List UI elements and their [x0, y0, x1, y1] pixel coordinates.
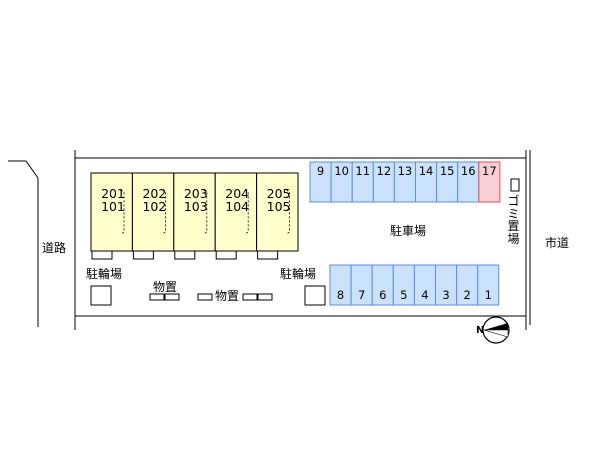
parking-space-number: 10 — [334, 164, 349, 178]
parking-space-number: 7 — [357, 288, 366, 302]
unit-upper: 204 — [225, 186, 250, 201]
storage-left-label: 物置 — [153, 280, 178, 294]
parking-space-number: 1 — [484, 288, 492, 302]
unit-block — [173, 172, 216, 252]
left-road-curb — [8, 160, 39, 327]
unit-block — [214, 172, 258, 252]
parking-space-number: 13 — [397, 164, 413, 178]
bike-shed-right — [304, 285, 326, 306]
compass-letter: N — [476, 325, 485, 336]
unit-lower: 102 — [142, 199, 167, 214]
parking-space-number: 4 — [421, 288, 429, 302]
road-left-label: 道路 — [42, 241, 67, 255]
compass-icon — [482, 316, 510, 344]
unit-block — [256, 172, 299, 252]
parking-space-number: 16 — [460, 164, 476, 178]
parking-space-number: 9 — [316, 164, 325, 178]
parking-row-bottom — [329, 264, 500, 306]
bike-shed-left — [90, 285, 112, 306]
garbage-label: ゴミ置場 — [507, 194, 520, 246]
unit-upper: 203 — [183, 186, 208, 201]
parking-space-number: 2 — [463, 288, 471, 302]
parking-space-number: 3 — [442, 288, 450, 302]
parking-space-number: 11 — [355, 164, 371, 178]
storage-left — [149, 293, 180, 301]
garbage-bin — [510, 178, 520, 192]
road-right-label: 市道 — [545, 236, 570, 250]
parking-space-number: 14 — [418, 164, 434, 178]
stair-line — [203, 189, 208, 235]
entrance-step — [257, 250, 279, 260]
unit-lower: 105 — [266, 199, 291, 214]
stair-line — [162, 189, 166, 235]
parking-space-number: 15 — [439, 164, 455, 178]
entrance-step — [215, 250, 237, 260]
unit-upper: 202 — [142, 186, 167, 201]
stair-line — [120, 189, 125, 235]
unit-upper: 205 — [266, 186, 291, 201]
parking-space — [477, 264, 500, 306]
storage-mid — [197, 293, 273, 301]
parking-space-number: 12 — [376, 164, 392, 178]
unit-block — [131, 172, 175, 252]
parking-space-number: 6 — [379, 288, 387, 302]
parking-row-top — [309, 161, 501, 203]
entrance-step — [132, 250, 154, 260]
bike-left-label: 駐輪場 — [86, 267, 123, 281]
parking-space-number: 8 — [336, 288, 345, 302]
storage-mid-label: 物置 — [215, 289, 240, 303]
parking-space — [478, 161, 501, 203]
unit-lower: 104 — [225, 199, 250, 214]
entrance-step — [174, 250, 196, 260]
stair-line — [244, 189, 249, 235]
building — [90, 172, 299, 260]
parking-label: 駐車場 — [390, 224, 427, 238]
unit-lower: 101 — [101, 199, 125, 214]
parking-space-number: 5 — [400, 288, 408, 302]
unit-upper: 201 — [101, 186, 125, 201]
entrance-step — [91, 250, 113, 260]
bike-right-label: 駐輪場 — [280, 267, 317, 281]
unit-lower: 103 — [183, 199, 208, 214]
stair-line — [286, 189, 290, 235]
parking-space-number: 17 — [482, 164, 497, 178]
